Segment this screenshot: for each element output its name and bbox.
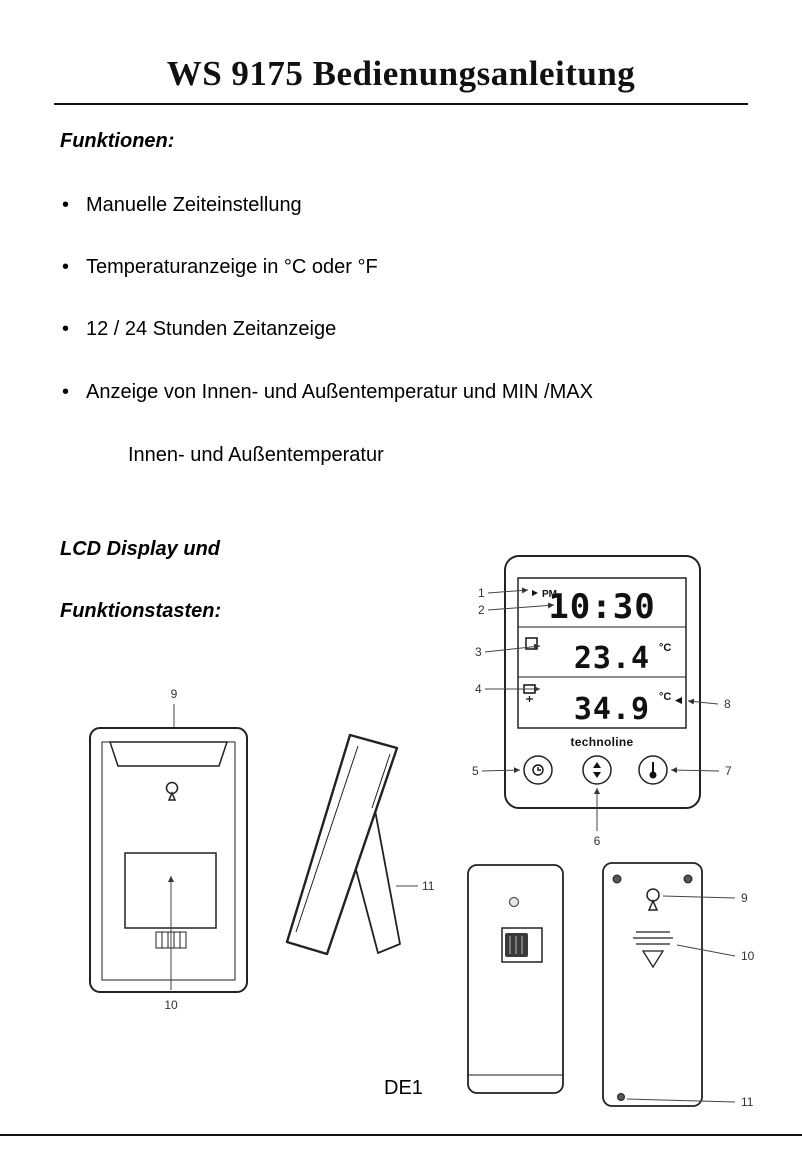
bullet-item: 12 / 24 Stunden Zeitanzeige: [62, 318, 336, 341]
indoor-icon: [525, 637, 538, 650]
bullet-text: Anzeige von Innen- und Außentemperatur u…: [86, 381, 593, 403]
callout-9: 9: [171, 687, 178, 701]
device-side-body: [285, 733, 399, 956]
button-5: [523, 755, 553, 785]
callout-4: 4: [475, 682, 482, 696]
button-7: [638, 755, 668, 785]
callout-11: 11: [741, 1095, 754, 1109]
funktionen-heading: Funktionen:: [60, 130, 175, 152]
callout-6: 6: [594, 834, 601, 848]
bullet-item: Manuelle Zeiteinstellung: [62, 194, 302, 217]
page-number: DE1: [384, 1077, 423, 1099]
callout-8: 8: [724, 697, 731, 711]
callout-10: 10: [741, 949, 755, 963]
callout-5-line: [481, 767, 521, 774]
callout-3-line: [484, 643, 541, 653]
callout-2-line: [487, 602, 555, 611]
callout-9-line: [662, 895, 736, 899]
callout-10-line: [676, 944, 736, 957]
callout-7: 7: [725, 764, 732, 778]
lcd-indoor-temp: 23.4: [574, 641, 650, 676]
callout-3: 3: [475, 645, 482, 659]
bullet-continuation-text: Innen- und Außentemperatur: [128, 444, 384, 466]
lcd-outdoor-temp: 34.9: [574, 692, 650, 727]
button-6: [582, 755, 612, 785]
hanger-recess: [108, 741, 229, 767]
thermometer-button-icon: [649, 762, 657, 779]
keyhole-icon: [165, 781, 179, 801]
lcd-pm-label: PM: [542, 589, 557, 600]
device-back-diagram: 9 10: [89, 687, 248, 1012]
screw-icon: [612, 874, 622, 884]
keyhole-icon: [646, 888, 660, 911]
callout-1-line: [487, 587, 529, 594]
outdoor-pointer-icon: [675, 697, 682, 704]
device-side-diagram: 11: [285, 733, 435, 956]
bullet-item: Anzeige von Innen- und Außentemperatur u…: [62, 381, 593, 404]
sensor-front-body: [467, 864, 564, 1094]
bottom-screw-icon: [617, 1093, 625, 1101]
bullet-text: Manuelle Zeiteinstellung: [86, 194, 302, 216]
up-down-arrows-button-icon: [593, 762, 601, 778]
device-back-body: [89, 727, 248, 993]
pm-marker-icon: [532, 590, 538, 596]
callout-9: 9: [741, 891, 748, 905]
lcd-indoor-unit: °C: [659, 642, 671, 654]
device-front-diagram: PM 10:30 23.4 °C 34.9 °C technoline: [472, 555, 732, 848]
sensor-back-body: [602, 862, 703, 1107]
lcd-outdoor-unit: °C: [659, 691, 671, 703]
callout-11-line: [626, 1098, 736, 1103]
vent-slots: [633, 931, 673, 969]
footer-divider: [0, 1134, 802, 1136]
callout-7-line: [670, 767, 720, 774]
clock-button-icon: [532, 764, 544, 776]
sensor-front-diagram: [467, 864, 564, 1094]
sensor-led: [508, 896, 520, 908]
lcd-time-digits: 10:30: [548, 587, 655, 627]
sensor-back-diagram: 9 10 11: [602, 862, 755, 1109]
bullet-text: Temperaturanzeige in °C oder °F: [86, 256, 378, 278]
page-title: WS 9175 Bedienungsanleitung: [166, 54, 636, 93]
device-side-bezel-line: [295, 745, 359, 933]
callout-8-line: [687, 698, 719, 705]
screw-icon: [683, 874, 693, 884]
callout-1: 1: [478, 586, 485, 600]
lcd-heading-line1: LCD Display und: [60, 538, 221, 560]
lcd-panel: [517, 577, 687, 729]
bullet-text: 12 / 24 Stunden Zeitanzeige: [86, 318, 337, 340]
brand-logo-text: technoline: [570, 735, 633, 749]
callout-2: 2: [478, 603, 485, 617]
device-side-back-line: [371, 753, 391, 809]
callout-10: 10: [164, 998, 178, 1012]
slider-switch: [501, 927, 543, 963]
lcd-heading-line2: Funktionstasten:: [60, 600, 222, 622]
callout-5: 5: [472, 764, 479, 778]
bullet-item: Temperaturanzeige in °C oder °F: [62, 256, 378, 279]
title-divider: [54, 103, 748, 105]
callout-11: 11: [422, 879, 435, 893]
